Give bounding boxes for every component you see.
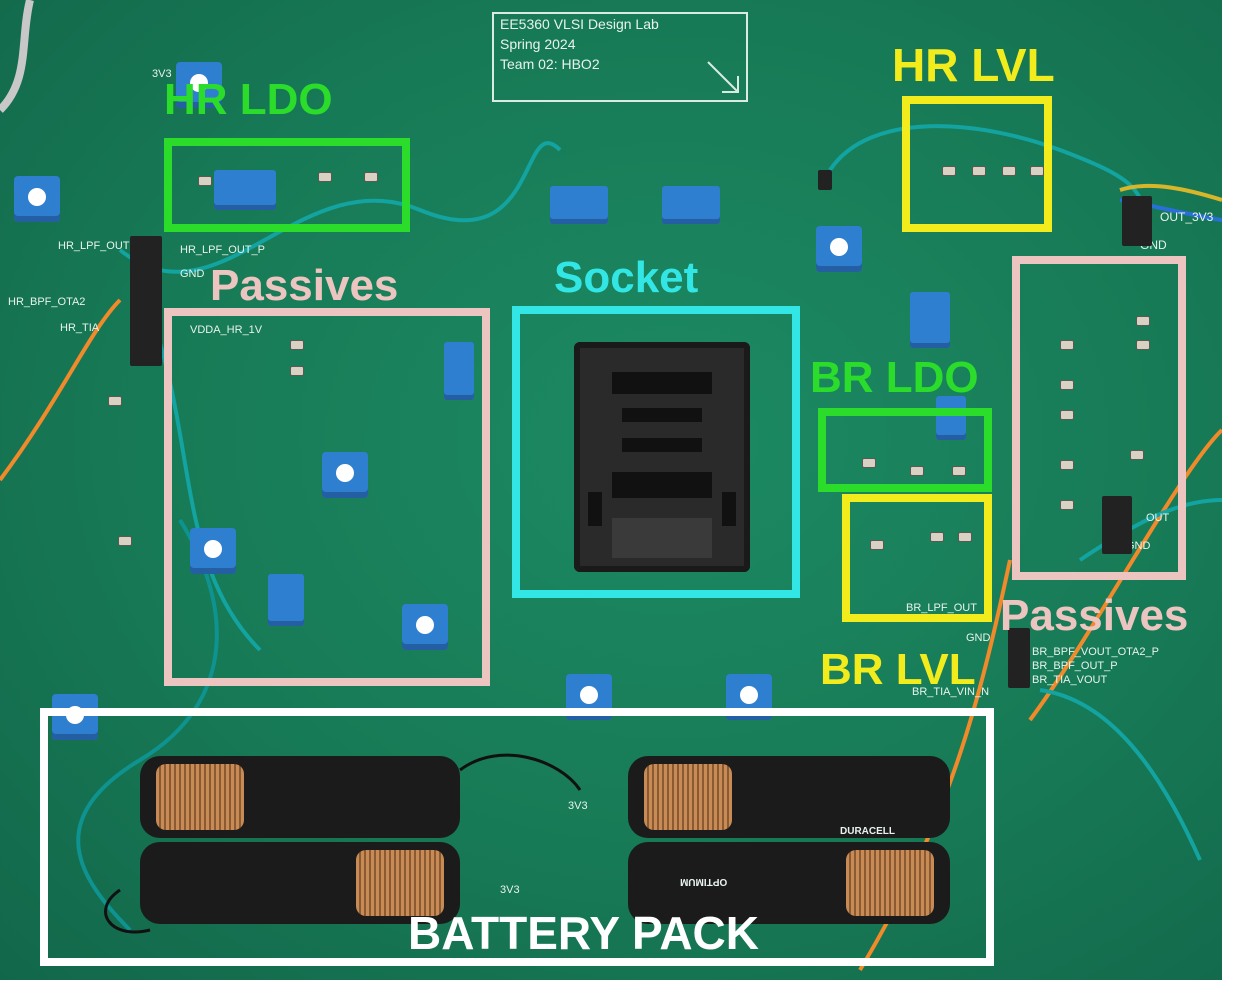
passives-left-box xyxy=(164,308,490,686)
passives-right-box xyxy=(1012,256,1186,580)
smd-part xyxy=(1130,450,1144,460)
trimmer xyxy=(936,396,966,440)
smd-part xyxy=(1060,380,1074,390)
label-br-ldo: BR LDO xyxy=(810,353,979,402)
potentiometer xyxy=(402,604,448,650)
smd-part xyxy=(290,340,304,350)
battery-coil xyxy=(156,764,244,830)
smd-part xyxy=(118,536,132,546)
trimmer xyxy=(268,574,304,626)
arrow-icon xyxy=(707,61,739,93)
potentiometer xyxy=(816,226,862,272)
silk-br-vout-ota: BR_BPF_VOUT_OTA2_P xyxy=(1032,646,1159,658)
silk-gnd-br: GND xyxy=(966,632,991,644)
header-left xyxy=(130,236,162,366)
br-lvl-box xyxy=(842,494,992,622)
potentiometer xyxy=(176,62,222,108)
title-line-2: Spring 2024 xyxy=(500,36,576,52)
smd-part xyxy=(1136,340,1150,350)
label-passives-left: Passives xyxy=(210,261,399,310)
trimmer xyxy=(550,186,608,224)
smd-part xyxy=(1136,316,1150,326)
silk-3v3-bat: 3V3 xyxy=(568,800,588,812)
smd-part xyxy=(198,176,212,186)
battery-coil xyxy=(846,850,934,916)
label-battery-pack: BATTERY PACK xyxy=(408,907,759,959)
smd-part xyxy=(972,166,986,176)
battery-pack-box xyxy=(40,708,994,966)
title-block xyxy=(492,12,748,102)
silk-br-tia: BR_TIA_VOUT xyxy=(1032,674,1108,686)
trimmer xyxy=(910,292,950,348)
silk-gnd-right-2: GND xyxy=(1126,540,1151,552)
smd-part xyxy=(870,540,884,550)
hr-lvl-box xyxy=(902,96,1052,232)
smd-part xyxy=(930,532,944,542)
smd-part xyxy=(1060,340,1074,350)
header-br xyxy=(1008,628,1030,688)
silk-3v3-top: 3V3 xyxy=(152,68,172,80)
battery-coil xyxy=(356,850,444,916)
silk-vdda-hr: VDDA_HR_1V xyxy=(190,324,263,336)
trimmer xyxy=(444,342,474,400)
smd-part xyxy=(364,172,378,182)
silk-gnd-left: GND xyxy=(180,268,205,280)
smd-part xyxy=(952,466,966,476)
battery-brand: DURACELL xyxy=(840,826,895,837)
pcb-board: EE5360 VLSI Design Lab Spring 2024 Team … xyxy=(0,0,1222,980)
smd-part xyxy=(1060,410,1074,420)
smd-part xyxy=(862,458,876,468)
header-right-mid xyxy=(1102,496,1132,554)
trimmer xyxy=(214,170,276,210)
silk-hr-tia: HR_TIA xyxy=(60,322,100,334)
socket-box xyxy=(512,306,800,598)
header-jp xyxy=(818,170,832,190)
label-passives-right: Passives xyxy=(1000,591,1189,640)
silk-out-3v3: OUT_3V3 xyxy=(1160,210,1214,224)
smd-part xyxy=(910,466,924,476)
silk-br-lpf: BR_LPF_OUT xyxy=(906,602,977,614)
title-line-3: Team 02: HBO2 xyxy=(500,56,600,72)
label-hr-lvl: HR LVL xyxy=(892,39,1055,91)
smd-part xyxy=(1030,166,1044,176)
silk-hr-lpf-out-p: HR_LPF_OUT_P xyxy=(180,244,265,256)
silk-br-bpf-out: BR_BPF_OUT_P xyxy=(1032,660,1118,672)
silk-out-right: OUT xyxy=(1146,512,1170,524)
silk-3v3-bat-2: 3V3 xyxy=(500,884,520,896)
hr-ldo-box xyxy=(164,138,410,232)
br-ldo-box xyxy=(818,408,992,492)
smd-part xyxy=(1002,166,1016,176)
label-socket: Socket xyxy=(554,253,699,302)
title-line-1: EE5360 VLSI Design Lab xyxy=(500,16,659,32)
potentiometer xyxy=(14,176,60,222)
smd-part xyxy=(1060,460,1074,470)
silk-hr-bpf-ota: HR_BPF_OTA2 xyxy=(8,296,86,308)
potentiometer xyxy=(190,528,236,574)
smd-part xyxy=(108,396,122,406)
header-right-top xyxy=(1122,196,1152,246)
silk-br-tia-vin: BR_TIA_VIN_N xyxy=(912,686,990,698)
smd-part xyxy=(942,166,956,176)
smd-part xyxy=(290,366,304,376)
label-br-lvl: BR LVL xyxy=(820,645,976,694)
battery-coil xyxy=(644,764,732,830)
silk-hr-lpf-out: HR_LPF_OUT xyxy=(58,240,130,252)
smd-part xyxy=(958,532,972,542)
trimmer xyxy=(662,186,720,224)
smd-part xyxy=(1060,500,1074,510)
smd-part xyxy=(318,172,332,182)
label-hr-ldo: HR LDO xyxy=(164,75,333,124)
chip-socket xyxy=(574,342,750,572)
potentiometer xyxy=(322,452,368,498)
